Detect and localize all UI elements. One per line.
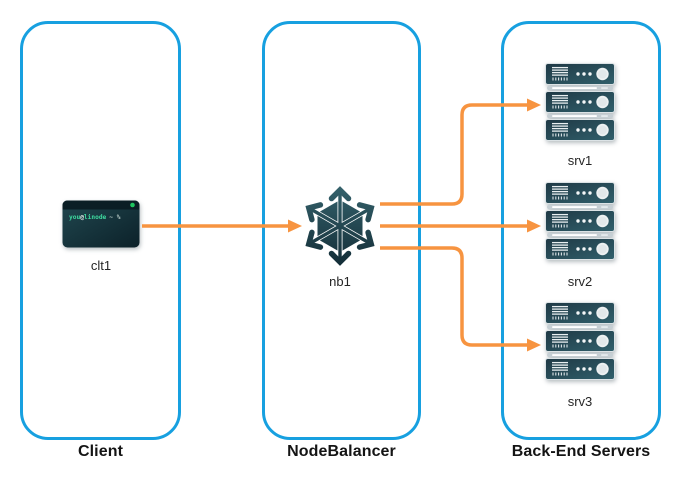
terminal-icon: you@linode~ % xyxy=(62,200,140,248)
server-stack-icon xyxy=(545,63,615,141)
server-stack-icon xyxy=(545,302,615,380)
panel-label-client: Client xyxy=(77,443,124,460)
server-stack-icon xyxy=(545,182,615,260)
panel-label-nodebalancer: NodeBalancer xyxy=(287,443,396,460)
terminal-titlebar xyxy=(62,200,140,210)
panel-label-backend-servers: Back-End Servers xyxy=(511,443,651,460)
panel-nodebalancer xyxy=(262,21,421,440)
terminal-prompt: you@linode~ % xyxy=(69,213,121,221)
node-label-srv1: srv1 xyxy=(567,153,593,168)
node-label-nb1: nb1 xyxy=(329,274,351,289)
node-label-srv3: srv3 xyxy=(567,394,593,409)
node-label-clt1: clt1 xyxy=(90,258,112,273)
terminal-green-dot-icon xyxy=(130,202,135,208)
panel-backend-servers xyxy=(501,21,661,440)
node-label-srv2: srv2 xyxy=(567,274,593,289)
panel-client xyxy=(20,21,181,440)
nodebalancer-icon xyxy=(305,186,375,266)
